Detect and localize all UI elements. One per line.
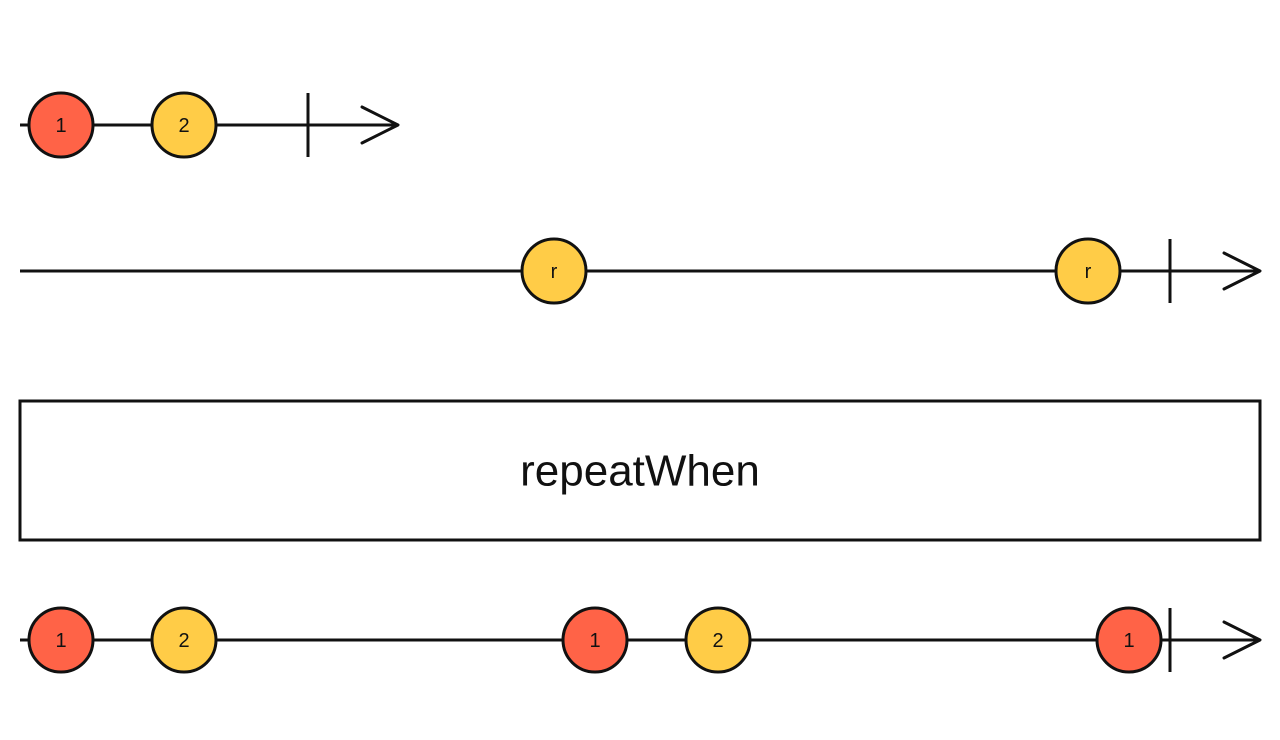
source-marble-2: 2 (150, 91, 218, 159)
output-marble-5-label: 1 (1123, 630, 1134, 652)
output-marble-5-circle (1095, 606, 1163, 674)
source-marble-2-label: 2 (178, 115, 189, 137)
output-marble-1: 1 (27, 606, 95, 674)
notifier-marble-1-circle (520, 237, 588, 305)
source-marble-1: 1 (27, 91, 95, 159)
source-timeline: 1 2 (20, 91, 400, 159)
notifier-timeline: r r (20, 237, 1262, 305)
output-timeline: 1 2 1 2 1 (20, 606, 1262, 674)
output-marble-5: 1 (1095, 606, 1163, 674)
output-marble-3-label: 1 (589, 630, 600, 652)
notifier-marble-1: r (520, 237, 588, 305)
output-marble-1-circle (27, 606, 95, 674)
notifier-marble-2-label: r (1085, 261, 1092, 283)
output-marble-2-label: 2 (178, 630, 189, 652)
output-marble-4: 2 (684, 606, 752, 674)
output-marble-2-circle (150, 606, 218, 674)
notifier-marble-2-circle (1054, 237, 1122, 305)
operator-label: repeatWhen (520, 447, 760, 496)
source-marble-2-circle (150, 91, 218, 159)
output-marble-4-label: 2 (712, 630, 723, 652)
operator-box (18, 399, 1262, 542)
output-marble-3-circle (561, 606, 629, 674)
source-marble-1-circle (27, 91, 95, 159)
notifier-marble-1-label: r (551, 261, 558, 283)
source-arrow-head (360, 105, 400, 145)
output-marble-2: 2 (150, 606, 218, 674)
notifier-marble-2: r (1054, 237, 1122, 305)
operator-box-group: repeatWhen (18, 399, 1262, 542)
output-marble-3: 1 (561, 606, 629, 674)
source-marble-1-label: 1 (55, 115, 66, 137)
output-marble-1-label: 1 (55, 630, 66, 652)
notifier-arrow-head (1222, 251, 1262, 291)
output-arrow-head (1222, 620, 1262, 660)
output-marble-4-circle (684, 606, 752, 674)
